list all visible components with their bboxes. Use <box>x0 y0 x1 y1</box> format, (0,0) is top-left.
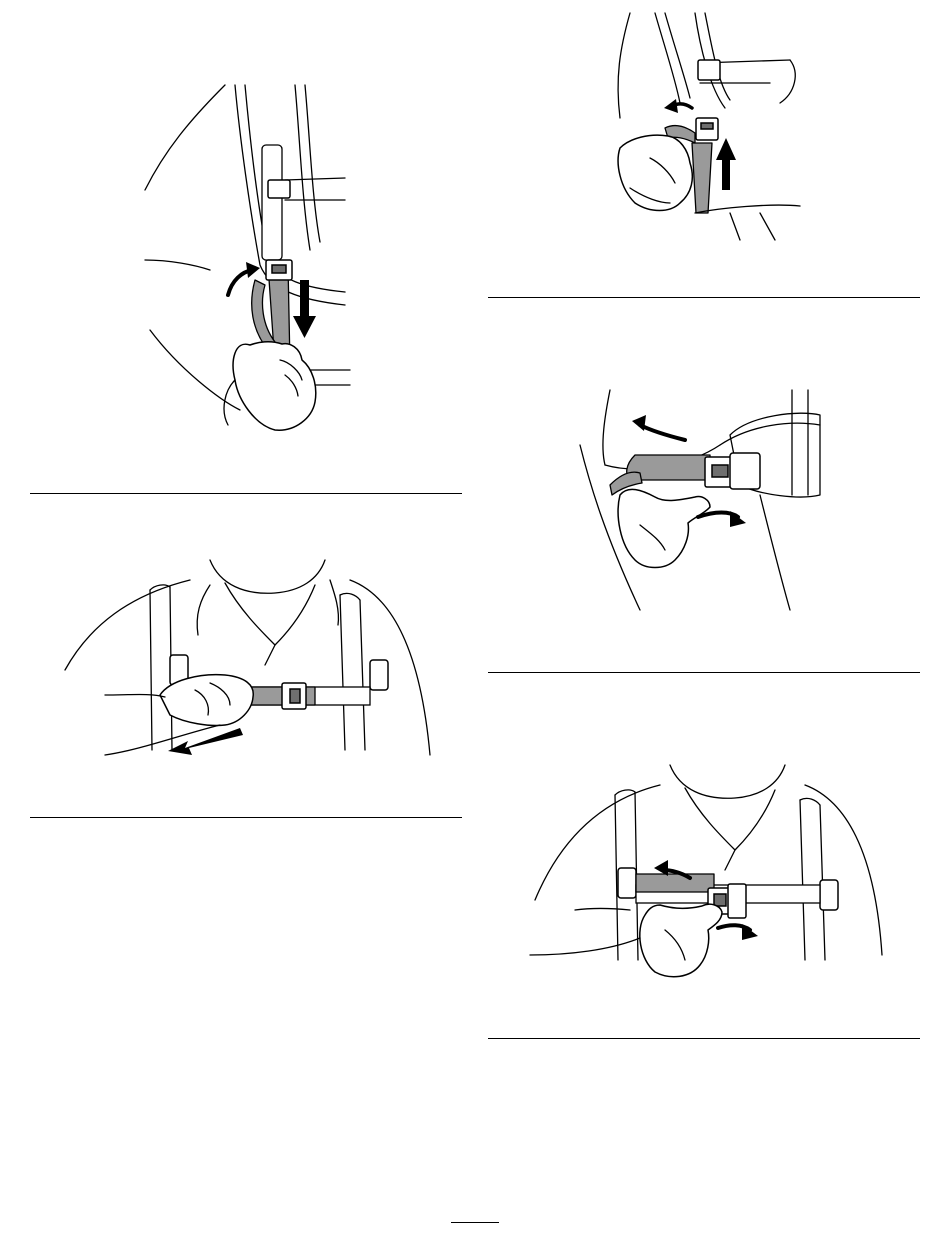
figure-chest-strap-pull-tight <box>60 555 440 765</box>
shoulder-strap-pull-down-illustration <box>140 80 370 440</box>
chest-strap-loosen-illustration <box>530 760 890 985</box>
figure-shoulder-strap-pull-down <box>140 80 370 440</box>
divider-rule <box>488 672 920 673</box>
divider-rule <box>488 297 920 298</box>
waist-strap-loosen-illustration <box>580 385 830 615</box>
divider-rule <box>30 817 462 818</box>
figure-shoulder-strap-loosen <box>600 8 810 243</box>
divider-rule <box>488 1038 920 1039</box>
figure-chest-strap-loosen <box>530 760 890 985</box>
footer-rule <box>451 1222 499 1223</box>
figure-waist-strap-loosen <box>580 385 830 615</box>
shoulder-strap-loosen-illustration <box>600 8 810 243</box>
chest-strap-pull-tight-illustration <box>60 555 440 765</box>
divider-rule <box>30 493 462 494</box>
